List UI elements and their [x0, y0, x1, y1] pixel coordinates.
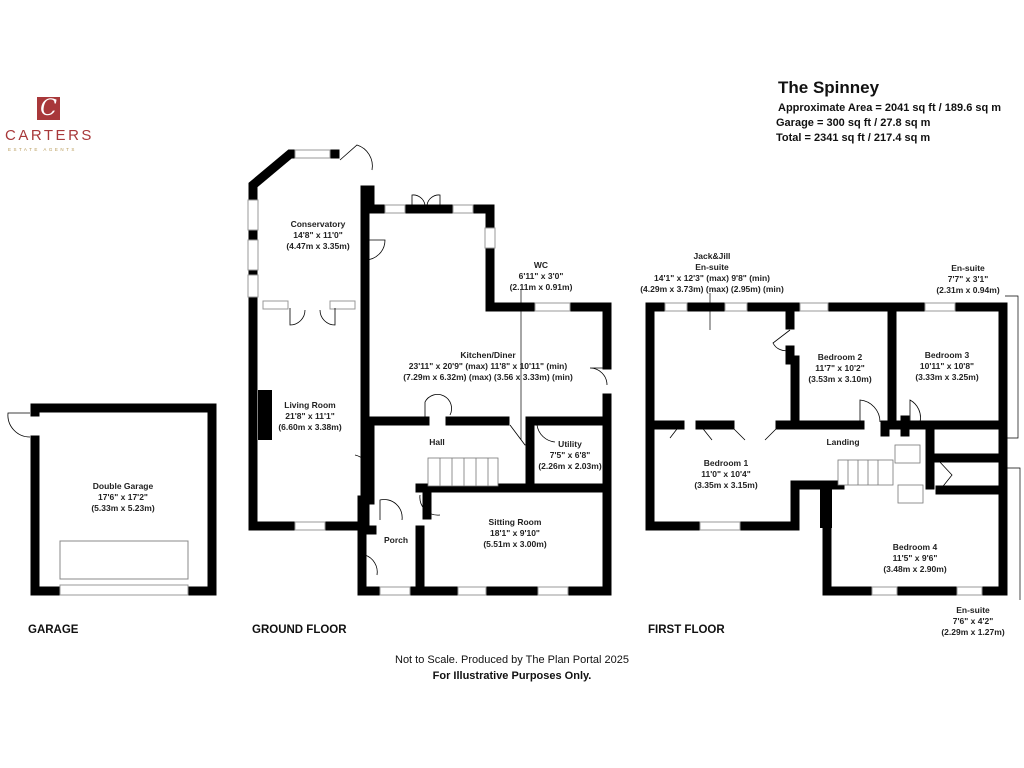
garage-area: Garage = 300 sq ft / 27.8 sq m: [776, 117, 931, 129]
logo-name: CARTERS: [5, 127, 94, 144]
total-area: Total = 2341 sq ft / 217.4 sq m: [776, 132, 931, 144]
stairs: [427, 444, 924, 504]
property-title: The Spinney: [778, 78, 880, 97]
room-hall: Hall: [429, 437, 445, 447]
hall-walls: [357, 416, 612, 596]
chimney-breast-first: [820, 488, 832, 528]
chimney-breast: [258, 390, 272, 440]
footer-illustrative: For Illustrative Purposes Only.: [432, 670, 592, 682]
logo-mark: C: [37, 97, 60, 120]
garage-walls: [30, 403, 217, 596]
property-header: The Spinney Approximate Area = 2041 sq f…: [776, 78, 1002, 146]
approx-area: Approximate Area = 2041 sq ft / 189.6 sq…: [778, 102, 1002, 114]
room-landing: Landing: [826, 437, 860, 447]
floor-label-garage: GARAGE: [28, 624, 79, 636]
room-porch: Porch: [383, 535, 409, 545]
footer-disclaimer: Not to Scale. Produced by The Plan Porta…: [395, 654, 629, 666]
garage-door: [59, 540, 189, 580]
floor-label-first: FIRST FLOOR: [648, 624, 725, 636]
kitchen-walls: [360, 185, 612, 426]
leader-lines: [520, 290, 1021, 600]
doors: [7, 144, 953, 576]
floor-label-ground: GROUND FLOOR: [252, 624, 347, 636]
logo-tagline: ESTATE AGENTS: [8, 147, 77, 152]
first-floor-inner-walls: [650, 302, 1005, 495]
windows: [59, 149, 983, 596]
